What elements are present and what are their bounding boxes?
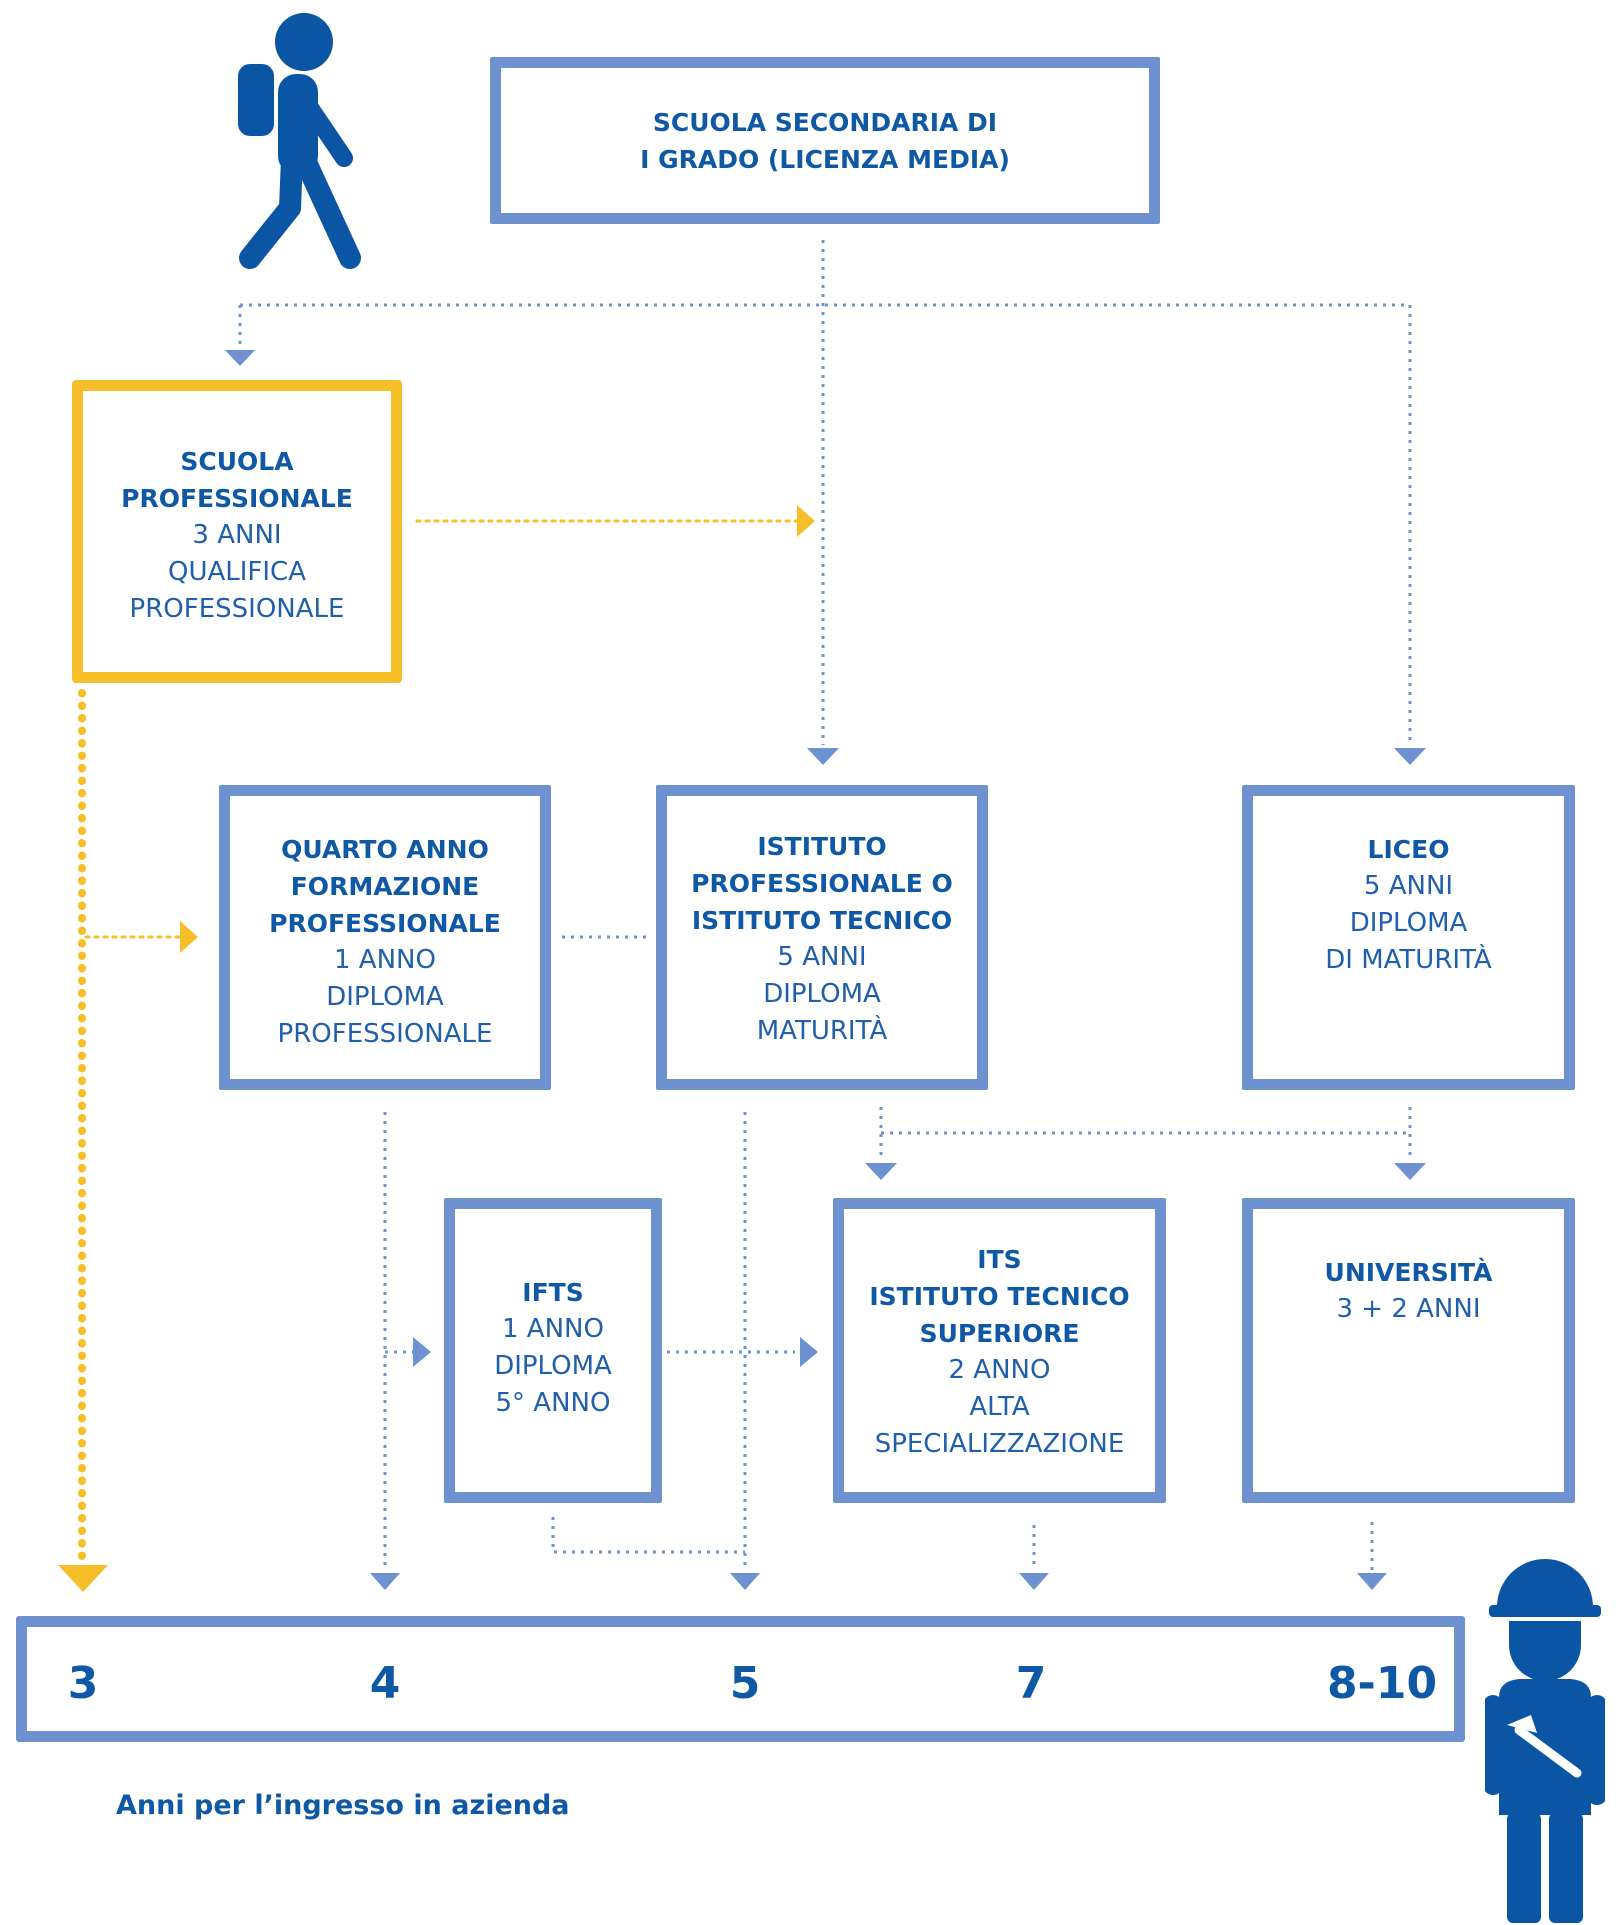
ifts-title: IFTS <box>522 1278 584 1307</box>
timeline-year-8-10: 8-10 <box>1326 1658 1438 1709</box>
timeline-year-3: 3 <box>67 1658 99 1709</box>
box-secondary-school: SCUOLA SECONDARIA DI I GRADO (LICENZA ME… <box>490 57 1160 224</box>
arrowhead-vocational-fourth <box>180 921 198 953</box>
vocational-school-title: SCUOLA PROFESSIONALE <box>121 447 353 513</box>
fourth-year-title: QUARTO ANNO FORMAZIONE PROFESSIONALE <box>269 835 501 938</box>
box-vocational-school: SCUOLA PROFESSIONALE 3 ANNI QUALIFICA PR… <box>72 380 402 683</box>
timeline-year-4: 4 <box>369 1658 401 1709</box>
box-its: ITS ISTITUTO TECNICO SUPERIORE 2 ANNO AL… <box>833 1198 1166 1503</box>
university-details: 3 + 2 ANNI <box>1336 1294 1481 1324</box>
arrowhead-vocational-institute <box>797 505 815 537</box>
its-title: ITS ISTITUTO TECNICO SUPERIORE <box>869 1245 1130 1348</box>
walking-student-icon <box>238 13 361 269</box>
arrowhead-liceo <box>1394 748 1426 765</box>
arrowhead-year-7 <box>1019 1573 1049 1590</box>
box-university: UNIVERSITÀ 3 + 2 ANNI <box>1242 1198 1575 1503</box>
connector-ifts-bottom <box>551 1517 745 1554</box>
arrowhead-to-ifts <box>413 1337 431 1367</box>
arrowhead-to-its <box>800 1337 818 1367</box>
arrowhead-its <box>865 1163 897 1180</box>
its-details: 2 ANNO ALTA SPECIALIZZAZIONE <box>874 1355 1125 1459</box>
timeline-caption: Anni per l’ingresso in azienda <box>116 1790 570 1821</box>
arrowhead-year-8-10 <box>1357 1573 1387 1590</box>
construction-worker-icon <box>1485 1559 1605 1923</box>
box-fourth-year: QUARTO ANNO FORMAZIONE PROFESSIONALE 1 A… <box>219 785 551 1090</box>
ifts-details: 1 ANNO DIPLOMA 5° ANNO <box>494 1314 612 1418</box>
liceo-details: 5 ANNI DIPLOMA DI MATURITÀ <box>1325 871 1492 975</box>
fourth-year-details: 1 ANNO DIPLOMA PROFESSIONALE <box>277 945 493 1049</box>
timeline-year-7: 7 <box>1015 1658 1047 1709</box>
box-technical-institute: ISTITUTO PROFESSIONALE O ISTITUTO TECNIC… <box>656 785 988 1090</box>
arrowhead-year-3 <box>58 1565 108 1592</box>
technical-institute-details: 5 ANNI DIPLOMA MATURITÀ <box>756 942 888 1046</box>
arrowhead-year-5 <box>730 1573 760 1590</box>
timeline-year-5: 5 <box>729 1658 761 1709</box>
box-ifts: IFTS 1 ANNO DIPLOMA 5° ANNO <box>444 1198 662 1503</box>
university-title: UNIVERSITÀ <box>1324 1258 1493 1287</box>
liceo-title: LICEO <box>1367 835 1450 864</box>
arrowhead-vocational <box>225 350 255 366</box>
arrowhead-year-4 <box>370 1573 400 1590</box>
years-timeline <box>16 1616 1465 1742</box>
arrowhead-institute <box>807 748 839 765</box>
secondary-school-title: SCUOLA SECONDARIA DI I GRADO (LICENZA ME… <box>640 107 1010 174</box>
box-liceo: LICEO 5 ANNI DIPLOMA DI MATURITÀ <box>1242 785 1575 1090</box>
arrowhead-university <box>1394 1163 1426 1180</box>
technical-institute-title: ISTITUTO PROFESSIONALE O ISTITUTO TECNIC… <box>691 832 953 935</box>
vocational-school-details: 3 ANNI QUALIFICA PROFESSIONALE <box>129 520 345 624</box>
